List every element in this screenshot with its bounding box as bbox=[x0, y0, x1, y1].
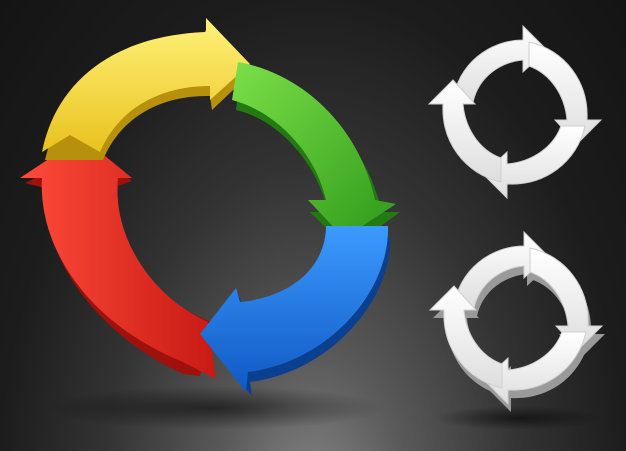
white3d-arrow-left bbox=[428, 285, 503, 389]
large-cycle-shadow bbox=[45, 386, 385, 430]
white3d-arrow-right bbox=[529, 247, 604, 351]
small-cycle-shadow bbox=[433, 406, 603, 430]
large-cycle-icon bbox=[20, 18, 400, 396]
white-cycle-flat-icon bbox=[427, 24, 603, 200]
white3d-arrow-top bbox=[453, 230, 549, 309]
red-arrow-icon bbox=[20, 137, 216, 379]
green-arrow-icon bbox=[232, 62, 396, 238]
yellow-arrow-icon bbox=[42, 18, 250, 152]
blue-arrow-icon bbox=[200, 226, 389, 392]
white-arrow-left bbox=[427, 79, 502, 183]
white-arrow-right bbox=[528, 41, 603, 145]
white-cycle-3d-icon bbox=[428, 230, 605, 412]
white3d-arrow-bottom bbox=[483, 331, 587, 406]
white-arrow-top bbox=[452, 24, 548, 103]
white-arrow-bottom bbox=[482, 125, 586, 200]
